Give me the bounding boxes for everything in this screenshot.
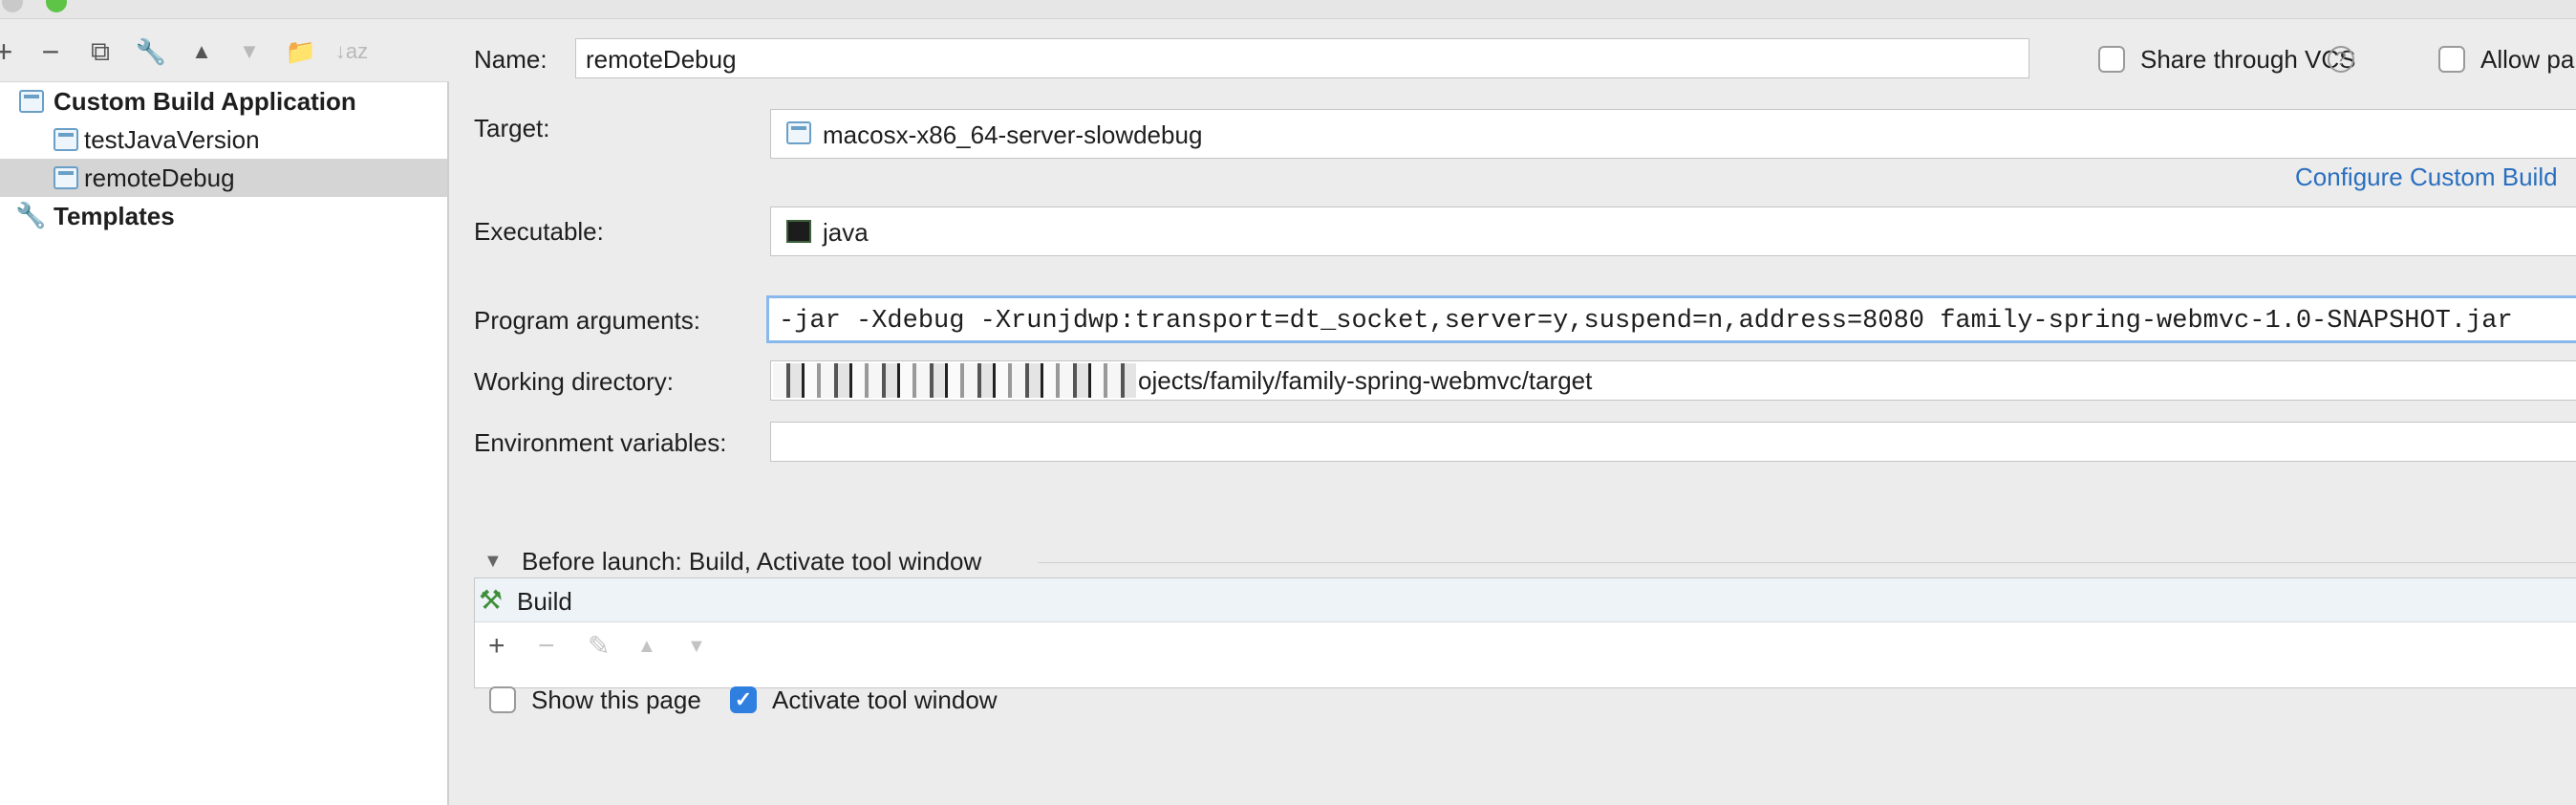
new-folder-icon[interactable]: 📁: [285, 37, 317, 66]
config-icon: [19, 90, 44, 113]
show-this-page-checkbox[interactable]: [489, 686, 516, 713]
sidebar-toolbar: + − ⧉ 🔧 ▲ ▼ 📁 ↓az: [0, 19, 449, 82]
activate-tool-window-checkbox[interactable]: ✓: [730, 686, 757, 713]
tree-item-templates[interactable]: 🔧 Templates: [0, 197, 447, 235]
tree-item-label: testJavaVersion: [84, 125, 260, 154]
title-bar: [0, 0, 2576, 19]
target-select-value: macosx-x86_64-server-slowdebug: [823, 120, 1203, 149]
before-launch-task-list: ⚒ Build + − ✎ ▲ ▼: [474, 577, 2576, 688]
tree-item-label: Templates: [54, 202, 175, 230]
name-field[interactable]: remoteDebug: [575, 38, 2029, 78]
environment-variables-label: Environment variables:: [474, 428, 727, 457]
terminal-icon: [786, 220, 811, 243]
target-select[interactable]: macosx-x86_64-server-slowdebug: [770, 109, 2576, 159]
before-launch-title: Before launch: Build, Activate tool wind…: [522, 547, 982, 576]
executable-select[interactable]: java: [770, 207, 2576, 256]
tree-item-label: remoteDebug: [84, 163, 235, 192]
show-this-page-label: Show this page: [531, 685, 701, 714]
config-icon: [54, 128, 78, 151]
section-divider: [1038, 562, 2576, 563]
edit-task-icon[interactable]: ✎: [588, 631, 611, 661]
executable-label: Executable:: [474, 217, 604, 246]
working-directory-value: ojects/family/family-spring-webmvc/targe…: [1138, 366, 1593, 395]
task-label: Build: [517, 587, 572, 616]
move-down-icon[interactable]: ▼: [239, 39, 260, 63]
close-window-button[interactable]: [2, 0, 23, 12]
move-up-icon[interactable]: ▲: [191, 39, 212, 63]
tree-item-custom-build-application[interactable]: Custom Build Application: [0, 82, 447, 120]
executable-select-value: java: [823, 218, 869, 247]
move-task-up-icon[interactable]: ▲: [637, 636, 656, 657]
collapse-triangle-icon: ▼: [483, 551, 503, 572]
configuration-form: Name: remoteDebug Share through VCS ? Al…: [451, 19, 2576, 805]
target-label: Target:: [474, 114, 550, 142]
task-row-build[interactable]: ⚒ Build: [475, 578, 2576, 622]
name-field-value: remoteDebug: [586, 45, 737, 74]
name-label: Name:: [474, 45, 547, 74]
remove-task-icon[interactable]: −: [538, 630, 555, 662]
add-configuration-icon[interactable]: +: [0, 34, 13, 69]
config-icon: [54, 166, 78, 189]
copy-configuration-icon[interactable]: ⧉: [91, 36, 110, 66]
sort-icon[interactable]: ↓az: [334, 39, 369, 63]
share-vcs-checkbox[interactable]: [2098, 46, 2125, 73]
config-icon: [786, 121, 811, 144]
program-arguments-value: -jar -Xdebug -Xrunjdwp:transport=dt_sock…: [779, 307, 2513, 336]
working-directory-label: Working directory:: [474, 367, 675, 396]
zoom-window-button[interactable]: [46, 0, 67, 12]
program-arguments-label: Program arguments:: [474, 306, 700, 335]
allow-parallel-checkbox[interactable]: [2438, 46, 2465, 73]
environment-variables-field[interactable]: [770, 422, 2576, 462]
tree-item-label: Custom Build Application: [54, 87, 356, 116]
hammer-icon: ⚒: [479, 585, 504, 615]
help-icon[interactable]: ?: [2328, 46, 2354, 73]
move-task-down-icon[interactable]: ▼: [687, 636, 706, 657]
remove-configuration-icon[interactable]: −: [41, 34, 60, 69]
configurations-sidebar: + − ⧉ 🔧 ▲ ▼ 📁 ↓az Custom Build Applicati…: [0, 19, 449, 805]
tree-item-test-java-version[interactable]: testJavaVersion: [0, 120, 447, 159]
wrench-icon: 🔧: [15, 201, 47, 229]
working-directory-field[interactable]: ojects/family/family-spring-webmvc/targe…: [770, 360, 2576, 401]
configure-custom-build-link[interactable]: Configure Custom Build: [2295, 163, 2558, 191]
edit-templates-icon[interactable]: 🔧: [135, 37, 167, 66]
activate-tool-window-label: Activate tool window: [772, 685, 998, 714]
program-arguments-field[interactable]: -jar -Xdebug -Xrunjdwp:transport=dt_sock…: [766, 295, 2576, 343]
redacted-path: [773, 363, 1136, 398]
tree-item-remote-debug[interactable]: remoteDebug: [0, 159, 447, 197]
allow-parallel-label: Allow pa: [2480, 45, 2575, 74]
share-vcs-label: Share through VCS: [2140, 45, 2356, 74]
add-task-icon[interactable]: +: [488, 630, 505, 662]
